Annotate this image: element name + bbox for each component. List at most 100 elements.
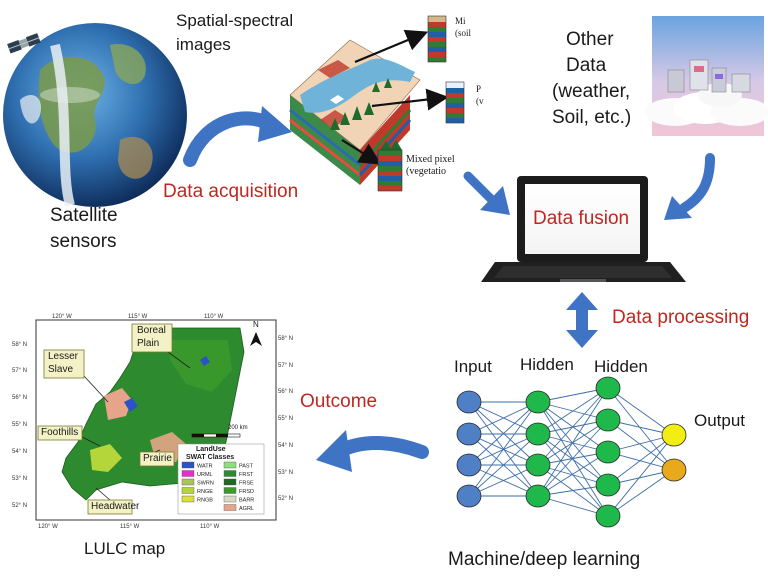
nn-edge — [607, 387, 675, 471]
map-right-tick: 58° N — [278, 336, 293, 342]
map-left-tick: 56° N — [12, 395, 27, 401]
legend-swatch — [223, 478, 237, 486]
legend-label: RNGB — [197, 498, 213, 504]
map-right-tick: 55° N — [278, 416, 293, 422]
legend-label: FRSD — [239, 489, 254, 495]
step-data-fusion: Data fusion — [533, 208, 630, 229]
nn-edge — [607, 434, 675, 486]
other-data-3: (weather, — [552, 81, 631, 102]
nn-hidden1-label: Hidden — [520, 355, 574, 374]
outcome-arrow — [316, 430, 429, 472]
lesser-slave-box — [43, 349, 85, 379]
other-data-2: Data — [566, 55, 607, 76]
hidden2-node — [595, 440, 621, 464]
map-bottom-tick: 115° W — [120, 524, 140, 530]
boreal-plain-box — [131, 323, 173, 353]
region-boreal-1: Boreal — [137, 325, 166, 336]
nn-edge — [468, 401, 539, 466]
legend-label: BARR — [239, 498, 254, 504]
hidden2-node — [595, 408, 621, 432]
callout-pure-2: (v — [476, 96, 484, 106]
legend-label: PAST — [239, 464, 254, 470]
map-top-tick: 120° W — [52, 314, 72, 320]
map-right-tick: 54° N — [278, 443, 293, 449]
headwater-box — [87, 499, 133, 515]
nn-edge — [537, 387, 609, 435]
legend-swatch — [181, 461, 195, 469]
other-data-1: Other — [566, 29, 614, 50]
legend-label: URML — [197, 472, 213, 478]
legend-label: AGRL — [239, 506, 254, 512]
nn-edge — [537, 387, 609, 497]
callout-soil-1: Mi — [455, 16, 466, 26]
satellite-label-2: sensors — [50, 231, 117, 252]
map-top-tick: 115° W — [128, 314, 148, 320]
nn-edge — [468, 433, 539, 497]
step-outcome: Outcome — [300, 391, 378, 412]
hidden1-node — [525, 484, 551, 508]
hidden2-node — [595, 376, 621, 400]
earth-globe — [3, 23, 187, 207]
nn-input-label: Input — [454, 357, 492, 376]
other-data-4: Soil, etc.) — [552, 107, 632, 128]
legend-label: FRST — [239, 472, 254, 478]
nn-edge — [468, 401, 539, 497]
spatial-label-1: Spatial-spectral — [176, 11, 294, 30]
map-left-tick: 52° N — [12, 503, 27, 509]
nn-edge — [607, 387, 675, 436]
legend-swatch — [223, 504, 237, 511]
legend-swatch — [223, 470, 237, 477]
processing-double-arrow — [566, 292, 598, 348]
nn-hidden2-label: Hidden — [594, 357, 648, 376]
north-label: N — [253, 320, 259, 329]
step-data-acquisition: Data acquisition — [163, 181, 299, 202]
nn-edge — [537, 419, 609, 497]
satellite-label-1: Satellite — [50, 205, 118, 226]
hidden1-node — [525, 390, 551, 414]
nn-output-label: Output — [694, 411, 746, 430]
input-node — [456, 484, 482, 508]
legend-swatch — [181, 487, 195, 494]
nn-edge — [607, 419, 675, 471]
legend-label: WATR — [197, 464, 213, 470]
spectral-cube — [289, 29, 449, 185]
input-node — [456, 422, 482, 446]
legend-title-1: LandUse — [196, 446, 226, 453]
callout-mixed-1: Mixed pixel — [406, 154, 455, 165]
map-right-tick: 56° N — [278, 389, 293, 395]
map-left-tick: 58° N — [12, 342, 27, 348]
output-node — [661, 458, 687, 482]
map-caption: LULC map — [84, 539, 166, 558]
step-data-processing: Data processing — [612, 307, 750, 328]
pixel-stack-soil — [427, 15, 447, 63]
nn-edge — [537, 387, 609, 466]
map-left-tick: 55° N — [12, 422, 27, 428]
scale-bar — [191, 433, 241, 438]
region-boreal-2: Plain — [137, 338, 160, 349]
nn-edge — [537, 433, 609, 486]
nn-edge — [468, 401, 539, 435]
region-foothills: Foothills — [41, 427, 79, 438]
nn-edge — [537, 401, 609, 486]
prairie-box — [139, 451, 175, 467]
nn-edge — [607, 434, 675, 517]
region-prairie: Prairie — [143, 453, 172, 464]
legend-swatch — [181, 470, 195, 477]
scale-label: 200 km — [228, 425, 248, 431]
fusion-arrow-left — [463, 171, 510, 215]
legend-label: FRSE — [239, 481, 254, 487]
nn-caption: Machine/deep learning — [448, 549, 641, 570]
spatial-label-2: images — [176, 35, 231, 54]
other-data-image — [645, 16, 768, 136]
legend-swatch — [223, 495, 237, 503]
hidden2-node — [595, 473, 621, 497]
pixel-stack-pure — [445, 81, 465, 124]
map-left-tick: 57° N — [12, 368, 27, 374]
map-left-tick: 53° N — [12, 476, 27, 482]
map-right-tick: 52° N — [278, 496, 293, 502]
map-top-tick: 110° W — [204, 314, 224, 320]
acquisition-arrow — [183, 106, 292, 167]
hidden1-node — [525, 453, 551, 477]
